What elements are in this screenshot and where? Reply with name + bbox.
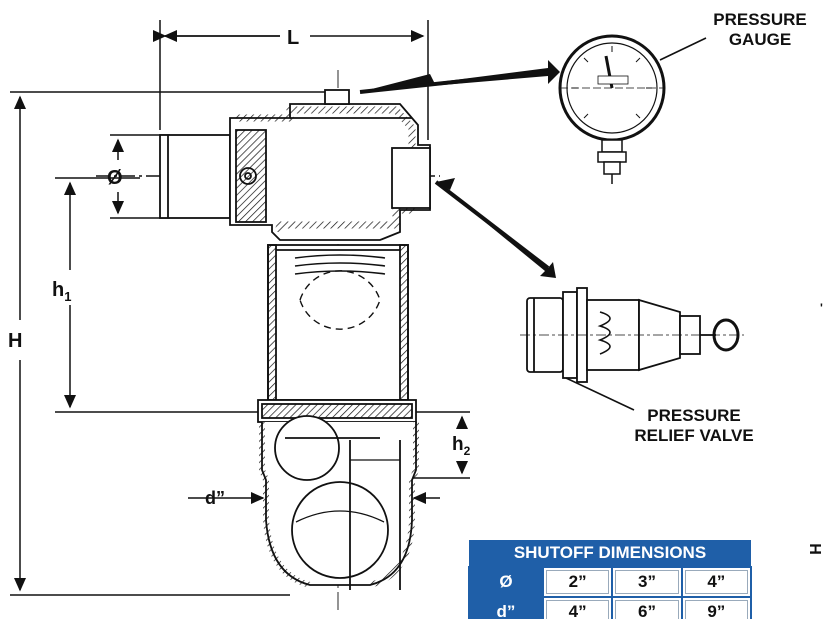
cell-d-1: 4” — [541, 596, 614, 619]
gauge-leader-line — [659, 37, 707, 61]
dimension-L — [153, 20, 429, 140]
cell-diameter-1: 2” — [541, 566, 614, 598]
table-title: SHUTOFF DIMENSIONS — [469, 540, 751, 567]
cell-d-2: 6” — [611, 596, 683, 619]
rotated-H-label: H — [805, 543, 823, 555]
relief-leader-line — [565, 377, 635, 411]
relief-label-line2: RELIEF VALVE — [634, 426, 754, 445]
cell-diameter-2: 3” — [611, 566, 683, 598]
shutoff-dimensions-table: SHUTOFF DIMENSIONS Ø 2” 3” 4” d” 4” 6” 9… — [468, 540, 753, 619]
dimension-h1 — [55, 177, 290, 413]
pressure-relief-valve-label: PRESSURE RELIEF VALVE — [594, 406, 794, 446]
table-row: Ø 2” 3” 4” — [468, 566, 753, 598]
dim-label-h1: h1 — [52, 279, 71, 304]
row-head-d: d” — [468, 596, 544, 619]
dimension-h2 — [410, 411, 470, 479]
dim-label-L: L — [287, 27, 299, 49]
row-head-diameter: Ø — [468, 566, 544, 598]
stray-mark: ' — [820, 301, 823, 315]
dim-label-diameter: Ø — [107, 167, 123, 189]
dimension-H — [10, 91, 330, 596]
relief-valve-icon — [520, 287, 744, 383]
dim-label-d: d” — [205, 488, 225, 508]
callout-arrows — [359, 60, 560, 278]
valve-body — [159, 89, 431, 590]
dim-label-H: H — [8, 330, 22, 352]
dim-label-h2: h2 — [452, 434, 471, 458]
pressure-gauge-icon — [558, 34, 666, 184]
pressure-gauge-label-line1: PRESSURE — [713, 10, 807, 29]
cell-d-3: 9” — [680, 596, 753, 619]
relief-label-line1: PRESSURE — [647, 406, 741, 425]
pressure-gauge-label-line2: GAUGE — [728, 30, 792, 49]
shutoff-dimensions-table-wrapper: SHUTOFF DIMENSIONS Ø 2” 3” 4” d” 4” 6” 9… — [460, 530, 760, 619]
cell-diameter-3: 4” — [680, 566, 753, 598]
pressure-gauge-label: PRESSURE GAUGE — [700, 10, 820, 50]
table-row: d” 4” 6” 9” — [468, 596, 753, 619]
